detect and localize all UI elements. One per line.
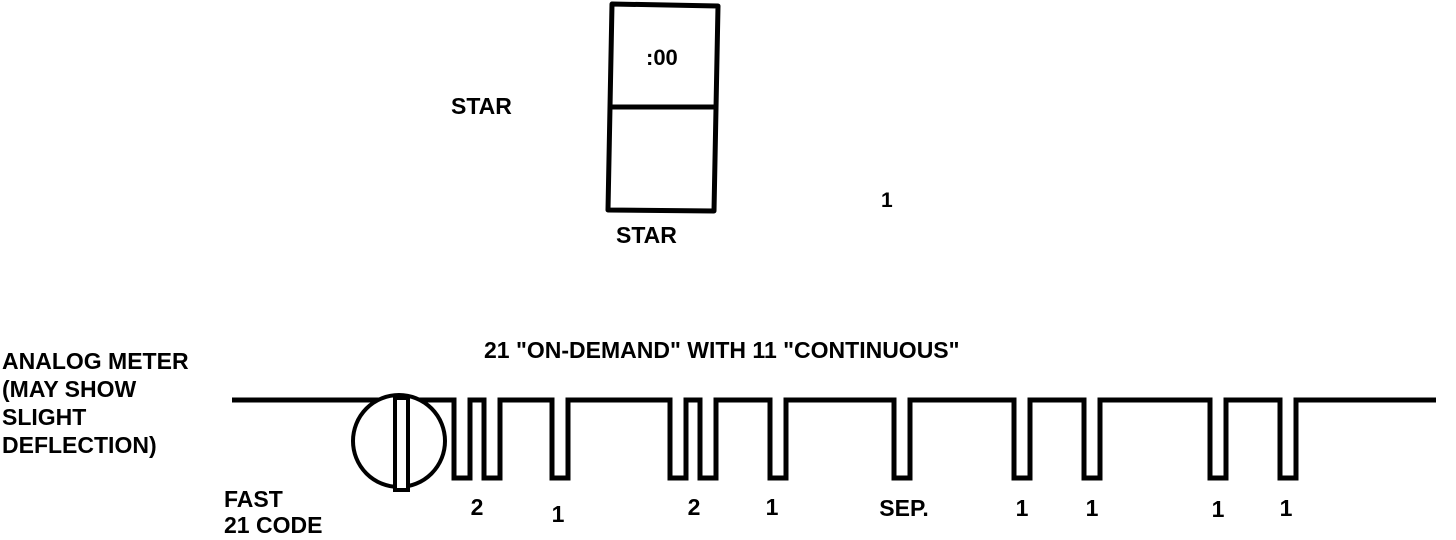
pulse-label: 2 [470, 494, 484, 520]
pulse-label: 2 [687, 494, 701, 520]
pulse-label: 1 [551, 501, 565, 527]
meter-note-line-4: DEFLECTION) [2, 432, 157, 458]
meter-needle [393, 396, 410, 492]
code-note-line-2: 21 CODE [224, 512, 323, 538]
pulse-label: 1 [1015, 495, 1029, 521]
pulse-label: 1 [1085, 495, 1099, 521]
pulse-label: 1 [1279, 495, 1293, 521]
display-window [605, 1, 721, 214]
pulse-label: 1 [765, 494, 779, 520]
meter-note-line-2: (MAY SHOW [2, 376, 137, 402]
signal-waveform [232, 397, 1436, 481]
code-note-line-1: FAST [224, 486, 283, 512]
display-top-value: :00 [646, 45, 678, 70]
meter-note-line-3: SLIGHT [2, 404, 87, 430]
marker-number: 1 [881, 189, 893, 212]
pulse-label: 1 [1211, 496, 1225, 522]
display-bottom-label: STAR [616, 222, 677, 248]
display-left-label: STAR [451, 93, 512, 119]
pulse-label: SEP. [879, 495, 929, 521]
code-title: 21 "ON-DEMAND" WITH 11 "CONTINUOUS" [484, 337, 960, 363]
meter-note-line-1: ANALOG METER [2, 348, 189, 374]
